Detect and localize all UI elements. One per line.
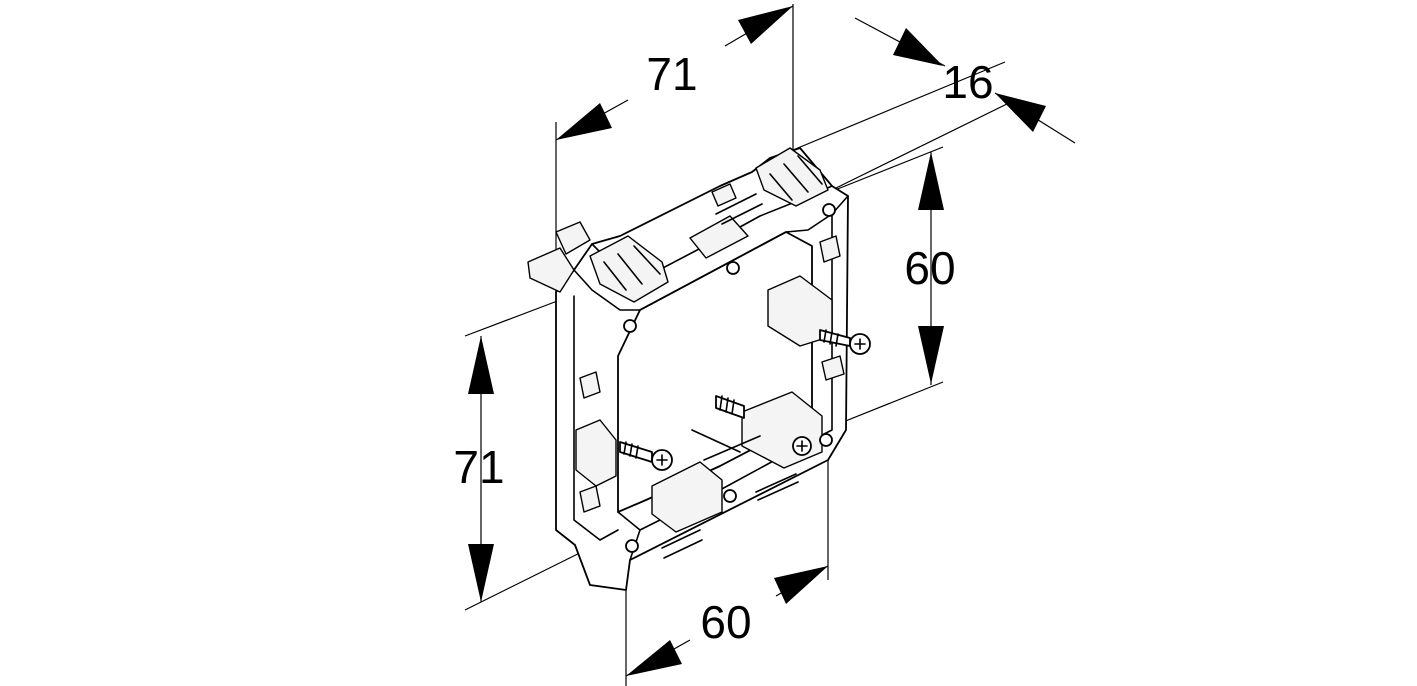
top-middle-tab xyxy=(689,215,749,259)
bottom-label-marks-right xyxy=(755,473,799,501)
left-screw-boss xyxy=(575,419,617,487)
hole-top-middle xyxy=(726,261,740,275)
screw-left-thread xyxy=(623,441,639,459)
screw-right-thread xyxy=(823,329,839,347)
extension-line-depth-a xyxy=(792,61,1006,151)
dimension-labels: 71 16 60 71 60 xyxy=(453,48,993,648)
arrow-top-left xyxy=(556,103,612,140)
arrow-top-right xyxy=(738,6,793,44)
hole-bottom-middle xyxy=(723,489,737,503)
extension-line-right-top xyxy=(829,146,944,193)
left-rail xyxy=(573,295,619,541)
arrow-right-bottom xyxy=(918,326,944,384)
hole-bottom-right xyxy=(819,433,833,447)
left-small-tab-upper xyxy=(579,371,601,399)
top-small-tab xyxy=(711,183,737,207)
bottom-left-boss xyxy=(651,461,723,533)
hole-bottom-left xyxy=(625,539,639,553)
right-spring-clip xyxy=(755,147,829,207)
bottom-label-marks xyxy=(661,529,703,559)
arrow-depth-a xyxy=(893,28,943,66)
label-top-width: 71 xyxy=(646,48,697,100)
arrow-left-top xyxy=(468,336,494,394)
arrowheads xyxy=(468,6,1046,676)
screw-left xyxy=(619,441,673,471)
arrow-bottom-right xyxy=(774,566,828,604)
right-spring-clip-ribs xyxy=(769,155,823,201)
left-small-tab-lower xyxy=(579,485,601,513)
hole-top-left xyxy=(623,319,637,333)
left-clip-top xyxy=(555,221,591,255)
screw-center xyxy=(715,395,812,456)
label-right-height: 60 xyxy=(904,242,955,294)
screw-center-cross xyxy=(796,440,808,452)
label-depth: 16 xyxy=(942,56,993,108)
label-bottom-width: 60 xyxy=(700,596,751,648)
screws xyxy=(619,329,871,471)
top-slot-b xyxy=(721,203,763,225)
extension-line-right-bottom xyxy=(827,381,944,429)
extension-line-left-top xyxy=(464,299,561,337)
side-features xyxy=(575,235,845,559)
label-left-height: 71 xyxy=(453,441,504,493)
screw-right xyxy=(819,329,871,355)
screw-center-thread xyxy=(719,395,735,415)
mounting-holes xyxy=(623,203,836,553)
screw-right-cross xyxy=(854,338,866,350)
mounting-frame xyxy=(555,147,849,591)
arrow-left-bottom xyxy=(468,544,494,602)
left-clip-tab xyxy=(527,247,575,293)
bottom-slot-b xyxy=(703,435,761,461)
top-slot-a xyxy=(715,193,757,215)
screw-center-shaft xyxy=(715,395,745,419)
arrow-right-top xyxy=(918,152,944,210)
top-clips xyxy=(527,147,829,303)
right-small-tab-upper xyxy=(819,235,841,263)
left-spring-clip-ribs xyxy=(603,245,661,291)
extension-line-depth-b xyxy=(831,99,1016,191)
arrow-bottom-left xyxy=(626,640,682,676)
right-small-tab-lower xyxy=(821,355,845,381)
arrow-depth-b xyxy=(995,93,1046,132)
screw-left-cross xyxy=(656,454,668,466)
hole-top-right xyxy=(822,203,836,217)
